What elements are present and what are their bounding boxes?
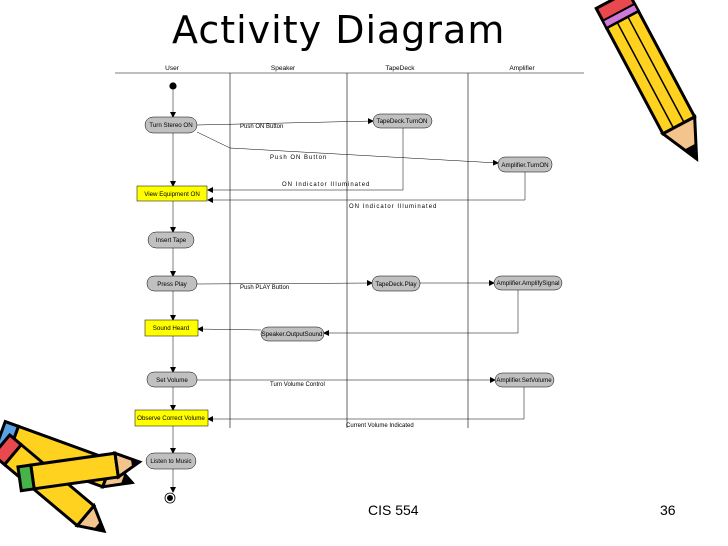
user-action-set-volume: Set Volume	[146, 371, 198, 388]
footer-course: CIS 554	[368, 502, 419, 518]
user-action-listen-to-music: Listen to Music	[145, 452, 197, 470]
system-action-tapedeck-turnon: TapeDeck.TurnON	[372, 113, 433, 129]
user-action-sound-heard: Sound Heard	[144, 319, 199, 337]
svg-text:Listen to Music: Listen to Music	[150, 458, 191, 465]
start-node	[169, 82, 177, 90]
user-action-view-equipment-on: View Equipment ON	[136, 185, 208, 202]
message-label: ON Indicator Illuminated	[349, 204, 437, 210]
pencil-icon	[594, 0, 699, 162]
user-action-press-play: Press Play	[146, 275, 198, 292]
lane-tapedeck: TapeDeck	[386, 65, 416, 72]
message-label: Push PLAY Button	[240, 285, 289, 291]
user-action-insert-tape: Insert Tape	[147, 231, 195, 249]
lane-user: User	[165, 65, 180, 72]
connectors	[170, 90, 526, 493]
system-action-amplifier-turnon: Amplifier.TurnON	[497, 156, 553, 173]
svg-text:Insert Tape: Insert Tape	[156, 237, 187, 244]
system-action-amplifier-setvolume: Amplifier.SetVolume	[494, 372, 555, 388]
svg-text:View Equipment ON: View Equipment ON	[144, 191, 200, 198]
lane-speaker: Speaker	[271, 65, 296, 72]
svg-text:TapeDeck.Play: TapeDeck.Play	[375, 281, 417, 288]
svg-text:Amplifier.TurnON: Amplifier.TurnON	[501, 162, 548, 169]
svg-text:Amplifier.AmplifySignal: Amplifier.AmplifySignal	[497, 280, 560, 287]
message-label: Push ON Button	[270, 155, 327, 161]
svg-text:Sound Heard: Sound Heard	[153, 325, 190, 332]
pencils-icon	[0, 419, 143, 534]
svg-text:TapeDeck.TurnON: TapeDeck.TurnON	[376, 118, 427, 125]
svg-text:Speaker.OutputSound: Speaker.OutputSound	[262, 331, 323, 338]
system-action-speaker-outputsound: Speaker.OutputSound	[260, 326, 325, 342]
system-action-tapedeck-play: TapeDeck.Play	[371, 275, 421, 292]
svg-text:Amplifier.SetVolume: Amplifier.SetVolume	[496, 377, 552, 384]
system-action-amplifier-amplifysignal: Amplifier.AmplifySignal	[493, 275, 563, 291]
message-label: Turn Volume Control	[270, 382, 325, 388]
page-number: 36	[660, 502, 676, 518]
user-action-turn-stereo-on: Turn Stereo ON	[144, 116, 198, 134]
message-label: ON Indicator Illuminated	[282, 182, 370, 188]
svg-text:Press Play: Press Play	[157, 281, 187, 288]
message-label: Current Volume Indicated	[346, 423, 414, 429]
slide-title: Activity Diagram	[172, 8, 506, 52]
swimlane-grid	[115, 72, 584, 428]
end-node	[164, 492, 176, 504]
user-action-observe-correct-volume: Observe Correct Volume	[134, 409, 209, 427]
message-label: Push ON Button	[240, 124, 283, 130]
svg-text:Set Volume: Set Volume	[156, 377, 188, 384]
svg-text:Observe Correct Volume: Observe Correct Volume	[137, 415, 205, 422]
lane-amplifier: Amplifier	[509, 65, 535, 72]
svg-text:Turn Stereo ON: Turn Stereo ON	[149, 122, 192, 129]
